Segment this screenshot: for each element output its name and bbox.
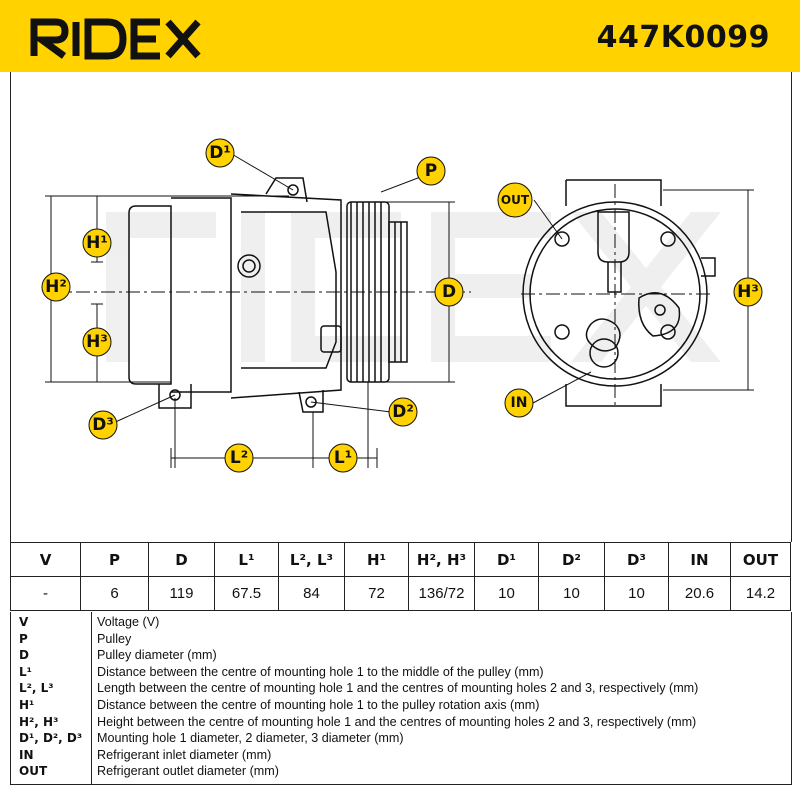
legend-row: D¹, D², D³ Mounting hole 1 diameter, 2 d… <box>11 730 791 747</box>
legend-desc: Mounting hole 1 diameter, 2 diameter, 3 … <box>97 731 404 746</box>
legend-desc: Pulley <box>97 631 132 646</box>
spec-header-cell: H¹ <box>344 542 409 577</box>
spec-table: V P D L¹ L², L³ H¹ H², H³ D¹ D² D³ IN OU… <box>10 542 791 611</box>
legend-key: L¹ <box>19 664 32 679</box>
spec-value-cell: 72 <box>344 576 409 611</box>
legend-key: IN <box>19 747 34 762</box>
ridex-logo-icon <box>30 18 201 60</box>
legend-key: OUT <box>19 764 48 779</box>
legend-key: H¹ <box>19 698 35 712</box>
spec-value-cell: 10 <box>604 576 669 611</box>
spec-value-cell: 14.2 <box>730 576 791 611</box>
legend-row: V Voltage (V) <box>11 614 791 631</box>
badge-in: IN <box>511 395 528 411</box>
legend-desc: Distance between the centre of mounting … <box>97 698 540 712</box>
part-number: 447K0099 <box>596 20 770 55</box>
spec-header-cell: IN <box>668 542 731 577</box>
badge-d: D <box>442 282 456 302</box>
spec-value-cell: - <box>10 576 81 611</box>
front-view <box>521 179 754 407</box>
compressor-drawing: D¹ P H¹ H² D H³ D³ D² L² L¹ <box>41 138 763 473</box>
legend-desc: Voltage (V) <box>97 615 160 629</box>
spec-header-cell: V <box>10 542 81 577</box>
legend: V Voltage (V) P Pulley D Pulley diameter… <box>10 612 792 785</box>
legend-desc: Height between the centre of mounting ho… <box>97 714 697 729</box>
badge-h2: H² <box>45 277 67 297</box>
spec-value-row: - 6 119 67.5 84 72 136/72 10 10 10 20.6 … <box>10 576 791 611</box>
header-bar: 447K0099 <box>0 0 800 72</box>
badge-h1: H¹ <box>86 233 108 253</box>
legend-key: D¹, D², D³ <box>19 731 83 746</box>
legend-desc: Pulley diameter (mm) <box>97 648 217 663</box>
legend-divider <box>91 612 92 784</box>
technical-drawing: D¹ P H¹ H² D H³ D³ D² L² L¹ <box>10 72 792 542</box>
legend-desc: Refrigerant inlet diameter (mm) <box>97 747 272 762</box>
legend-desc: Refrigerant outlet diameter (mm) <box>97 764 279 779</box>
badge-out: OUT <box>501 193 530 207</box>
legend-key: V <box>19 615 29 629</box>
badge-l2: L² <box>230 448 248 468</box>
badge-l1: L¹ <box>334 448 352 468</box>
legend-key: P <box>19 631 28 646</box>
legend-row: IN Refrigerant inlet diameter (mm) <box>11 747 791 764</box>
legend-key: H², H³ <box>19 714 59 729</box>
legend-row: H², H³ Height between the centre of moun… <box>11 714 791 731</box>
spec-header-cell: D¹ <box>474 542 539 577</box>
legend-key: D <box>19 648 29 663</box>
spec-header-cell: P <box>80 542 149 577</box>
badge-d3: D³ <box>92 415 114 435</box>
spec-header-cell: H², H³ <box>408 542 475 577</box>
legend-desc: Length between the centre of mounting ho… <box>97 681 699 696</box>
badge-p: P <box>425 161 437 181</box>
badge-h3-left: H³ <box>86 332 108 352</box>
legend-key: L², L³ <box>19 681 54 696</box>
legend-row: L², L³ Length between the centre of moun… <box>11 680 791 697</box>
spec-value-cell: 10 <box>474 576 539 611</box>
legend-row: L¹ Distance between the centre of mounti… <box>11 664 791 681</box>
badge-d2: D² <box>392 402 414 422</box>
spec-header-cell: D³ <box>604 542 669 577</box>
spec-header-row: V P D L¹ L², L³ H¹ H², H³ D¹ D² D³ IN OU… <box>10 542 791 577</box>
legend-desc: Distance between the centre of mounting … <box>97 664 544 679</box>
legend-row: D Pulley diameter (mm) <box>11 647 791 664</box>
spec-value-cell: 84 <box>278 576 345 611</box>
legend-row: H¹ Distance between the centre of mounti… <box>11 697 791 714</box>
spec-value-cell: 67.5 <box>214 576 279 611</box>
spec-value-cell: 119 <box>148 576 215 611</box>
spec-header-cell: L¹ <box>214 542 279 577</box>
spec-header-cell: D <box>148 542 215 577</box>
brand-logo <box>30 6 205 71</box>
badge-d1: D¹ <box>209 143 231 163</box>
spec-header-cell: L², L³ <box>278 542 345 577</box>
spec-header-cell: D² <box>538 542 605 577</box>
legend-row: OUT Refrigerant outlet diameter (mm) <box>11 763 791 780</box>
spec-value-cell: 6 <box>80 576 149 611</box>
spec-value-cell: 10 <box>538 576 605 611</box>
spec-value-cell: 136/72 <box>408 576 475 611</box>
spec-value-cell: 20.6 <box>668 576 731 611</box>
badge-h3-right: H³ <box>737 282 759 302</box>
spec-header-cell: OUT <box>730 542 791 577</box>
legend-row: P Pulley <box>11 631 791 648</box>
